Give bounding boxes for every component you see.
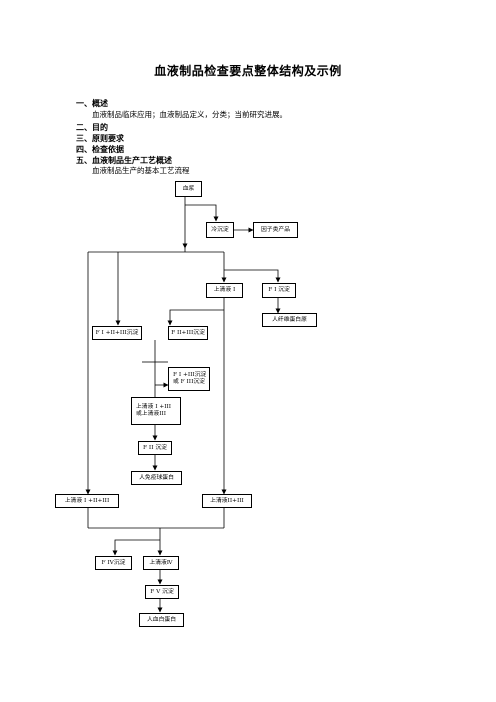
section-process-body: 血液制品生产的基本工艺流程 bbox=[92, 166, 190, 175]
node-plasma: 血浆 bbox=[175, 181, 202, 197]
node-precipitate-1-3-line1: F I +III沉淀 bbox=[173, 372, 207, 378]
node-supernatant-1-2-3: 上清液 I +II+III bbox=[55, 494, 119, 508]
node-precipitate-4: F IV沉淀 bbox=[95, 556, 132, 570]
node-supernatant-4: 上清液Ⅳ bbox=[143, 556, 179, 570]
node-precipitate-2: F II 沉淀 bbox=[138, 441, 172, 455]
node-supernatant-1-3-line1: 上清液 I +III bbox=[136, 404, 172, 410]
node-immunoglobulin: 人免疫球蛋白 bbox=[131, 471, 182, 485]
section-heading-principles: 三、原则要求 bbox=[76, 133, 124, 143]
node-precipitate-2-3: F II+III沉淀 bbox=[168, 326, 208, 340]
node-fibrinogen: 人纤维蛋白原 bbox=[262, 313, 317, 327]
node-supernatant-1-3: 上清液 I +III 或上清液III bbox=[131, 397, 181, 425]
section-heading-process: 五、血液制品生产工艺概述 bbox=[76, 155, 172, 165]
node-albumin: 人血白蛋白 bbox=[139, 613, 184, 627]
document-title: 血液制品检查要点整体结构及示例 bbox=[154, 64, 342, 78]
node-precipitate-1-3: F I +III沉淀 或 F III沉淀 bbox=[168, 367, 210, 391]
node-supernatant-1: 上清液 I bbox=[206, 283, 243, 298]
section-heading-basis: 四、检查依据 bbox=[76, 144, 124, 154]
node-precipitate-1-2-3: F I +II+III沉淀 bbox=[92, 326, 142, 340]
node-precipitate-1-3-line2: 或 F III沉淀 bbox=[173, 379, 205, 385]
node-precipitate-1: F I 沉淀 bbox=[262, 283, 296, 298]
node-supernatant-2-3: 上清液II+III bbox=[202, 494, 252, 508]
section-heading-overview: 一、概述 bbox=[76, 98, 108, 108]
section-heading-purpose: 二、目的 bbox=[76, 122, 108, 132]
node-factor-products: 因子类产品 bbox=[253, 222, 298, 238]
section-overview-body: 血液制品临床应用；血液制品定义，分类；当前研究进展。 bbox=[92, 110, 287, 119]
node-precipitate-5: F V 沉淀 bbox=[145, 585, 179, 599]
node-supernatant-1-3-line2: 或上清液III bbox=[136, 411, 167, 417]
node-cryo-precipitate: 冷沉淀 bbox=[206, 222, 234, 238]
